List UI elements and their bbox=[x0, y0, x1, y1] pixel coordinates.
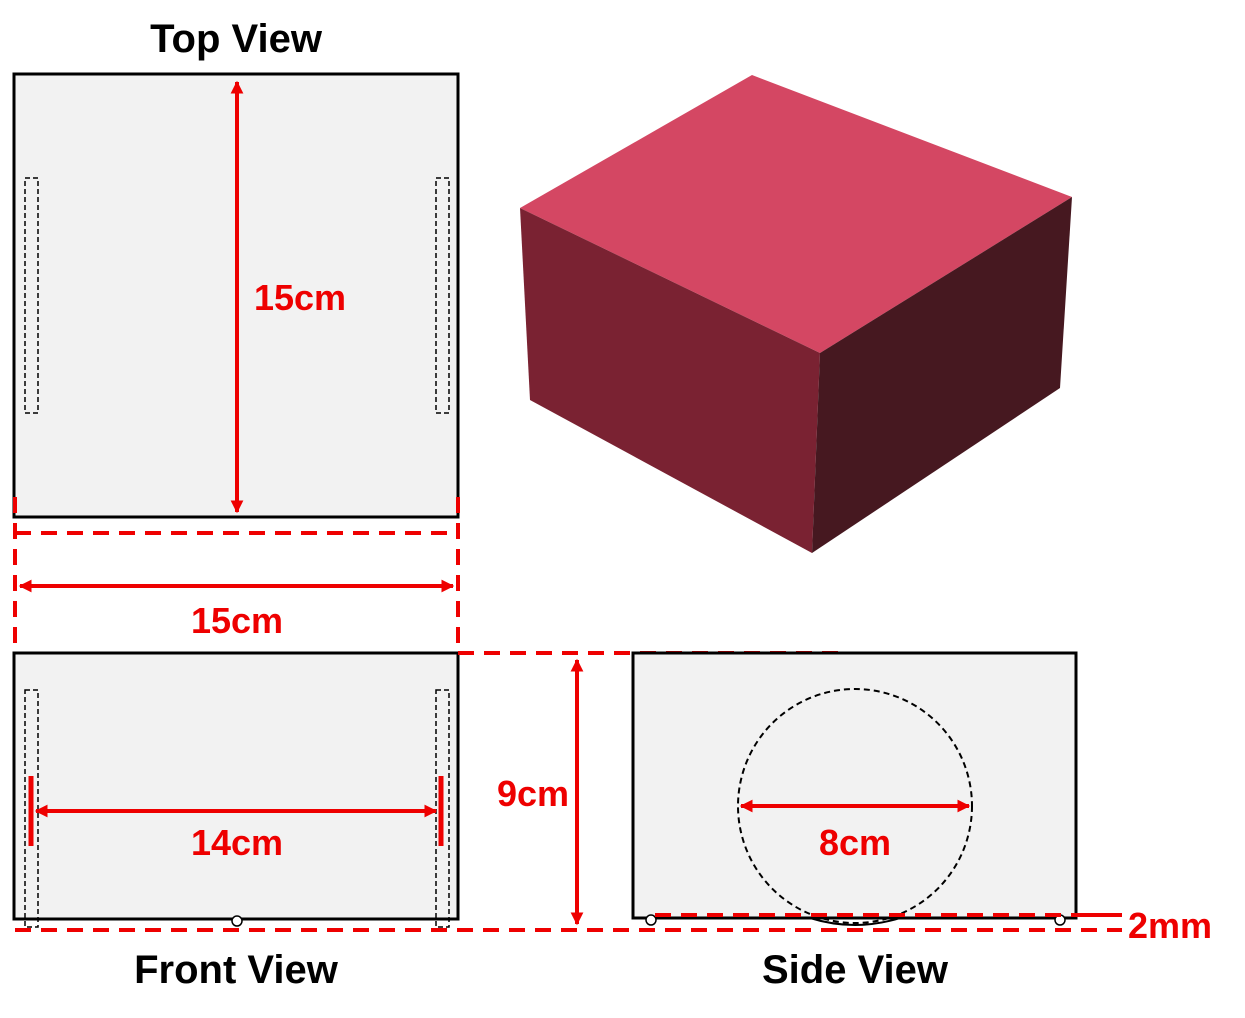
side-view-circle bbox=[737, 688, 973, 924]
side-view-diameter-label: 8cm bbox=[819, 822, 891, 863]
box-top-face bbox=[520, 75, 1072, 353]
top-view-left-slot bbox=[24, 177, 39, 414]
box-front-face bbox=[520, 208, 820, 553]
front-view-right-slot bbox=[435, 689, 450, 928]
top-view-right-slot bbox=[435, 177, 450, 414]
side-view-bottom-arc bbox=[809, 917, 901, 926]
front-view-foot bbox=[231, 915, 243, 927]
side-view-panel bbox=[631, 651, 1078, 920]
side-view-left-foot bbox=[645, 914, 657, 926]
width-dimension: 15cm bbox=[13, 497, 460, 653]
front-view: 14cm bbox=[12, 651, 460, 928]
top-view-title: Top View bbox=[150, 17, 323, 61]
box-side-face bbox=[812, 197, 1072, 553]
height-label: 9cm bbox=[497, 773, 569, 814]
side-view-gap-label: 2mm bbox=[1128, 905, 1212, 946]
front-view-inner-label: 14cm bbox=[191, 822, 283, 863]
top-view-depth-label: 15cm bbox=[254, 277, 346, 318]
box-3d bbox=[520, 75, 1072, 553]
width-label: 15cm bbox=[191, 600, 283, 641]
top-view: 15cm bbox=[12, 72, 460, 519]
front-view-title: Front View bbox=[134, 948, 339, 992]
front-view-panel bbox=[12, 651, 460, 921]
side-view: 8cm 2mm bbox=[631, 651, 1212, 946]
side-view-title: Side View bbox=[762, 948, 949, 992]
